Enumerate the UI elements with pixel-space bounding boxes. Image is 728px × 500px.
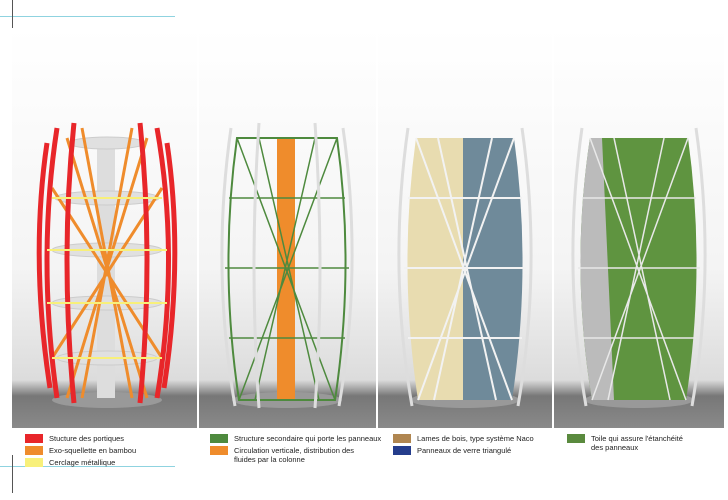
legend-swatch-orange [210,446,228,455]
tower-render-1-portiques [12,28,197,428]
legend-column-4: Toile qui assure l'étanchéité des pannea… [567,434,691,455]
legend-swatch-brown [393,434,411,443]
legend-item-circulation: Circulation verticale, distribution des … [210,446,381,464]
legend-swatch-orange [25,446,43,455]
tower-render-3-bois-verre [378,28,552,428]
legend-swatch-green [210,434,228,443]
legend-column-1: Stucture des portiques Exo-squellette en… [25,434,136,470]
legend-item-cerclage: Cerclage métallique [25,458,136,467]
legend-label: Stucture des portiques [49,434,125,443]
legend-label: Structure secondaire qui porte les panne… [234,434,382,443]
guide-line-bottom [0,466,175,467]
legend-label: Toile qui assure l'étanchéité des pannea… [591,434,683,452]
legend-swatch-red [25,434,43,443]
guide-line-top [0,16,175,17]
legend-swatch-blue [393,446,411,455]
legend-item-bambou: Exo-squellette en bambou [25,446,136,455]
legend-item-toile: Toile qui assure l'étanchéité des pannea… [567,434,691,452]
legend-column-3: Lames de bois, type système Naco Panneau… [393,434,534,458]
guide-line-bottom-vertical [12,455,13,493]
legend-label: Circulation verticale, distribution des … [234,446,355,464]
legend-label: Lames de bois, type système Naco [417,434,534,443]
legend-item-lames-bois: Lames de bois, type système Naco [393,434,534,443]
legend-label: Panneaux de verre triangulé [417,446,512,455]
legend-item-verre: Panneaux de verre triangulé [393,446,534,455]
legend-swatch-green [567,434,585,443]
legend-label: Exo-squellette en bambou [49,446,137,455]
legend-item-structure-secondaire: Structure secondaire qui porte les panne… [210,434,381,443]
legend-swatch-yellow [25,458,43,467]
legend-column-2: Structure secondaire qui porte les panne… [210,434,381,467]
legend-label: Cerclage métallique [49,458,116,467]
legend-item-portiques: Stucture des portiques [25,434,136,443]
tower-render-4-toile [554,28,724,428]
tower-render-2-structure-secondaire [199,28,376,428]
